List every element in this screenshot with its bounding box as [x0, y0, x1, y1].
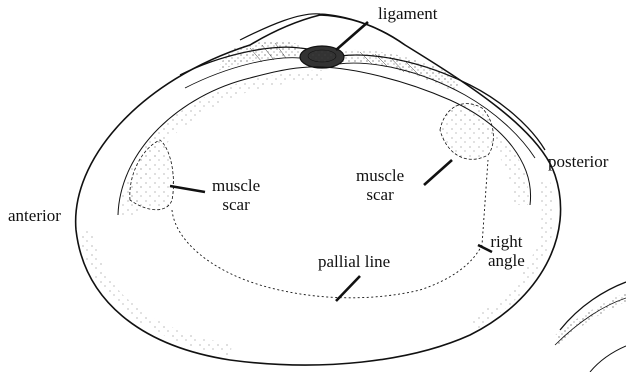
label-pallial-line: pallial line [318, 252, 390, 271]
label-posterior: posterior [548, 152, 608, 171]
anterior-muscle-scar [130, 140, 174, 210]
label-right-angle-line2: angle [488, 251, 525, 270]
label-muscle-scar-left: muscle scar [212, 176, 260, 214]
muscle-scar-left-leader [170, 186, 205, 192]
label-anterior: anterior [8, 206, 61, 225]
label-ligament: ligament [378, 4, 437, 23]
muscle-scar-right-leader [424, 160, 452, 185]
label-right-angle-line1: right [488, 232, 525, 251]
label-muscle-scar-left-line1: muscle [212, 176, 260, 195]
label-muscle-scar-left-line2: scar [212, 195, 260, 214]
ligament-leader [336, 22, 368, 50]
label-right-angle: right angle [488, 232, 525, 270]
label-muscle-scar-right-line1: muscle [356, 166, 404, 185]
pallial-line-leader [336, 276, 360, 301]
label-muscle-scar-right-line2: scar [356, 185, 404, 204]
label-muscle-scar-right: muscle scar [356, 166, 404, 204]
